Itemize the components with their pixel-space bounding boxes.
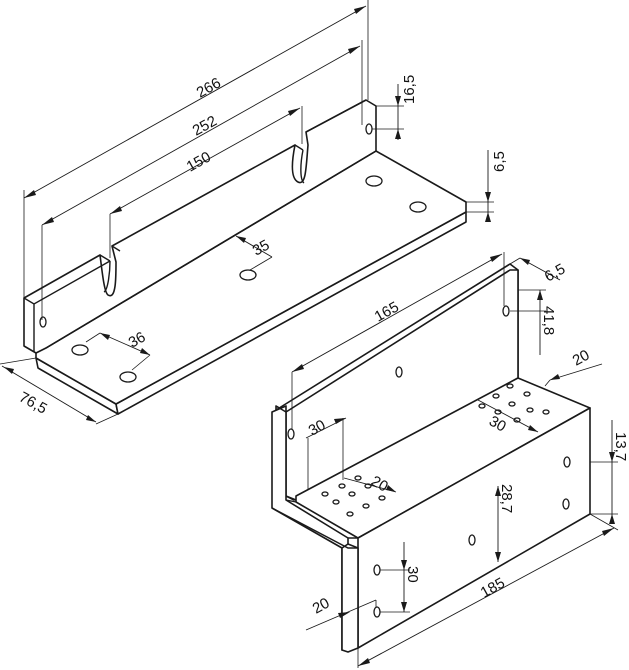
label-252: 252 xyxy=(190,112,220,139)
z-bracket-lower-hole-3 xyxy=(468,534,476,546)
l-bracket-slot-edges xyxy=(99,144,305,293)
l-bracket-base-hole-2 xyxy=(119,371,137,383)
l-bracket-base-hole-1 xyxy=(71,344,89,356)
z-bracket-wall-hole-1 xyxy=(287,428,295,440)
z-bracket-lower-hole-4 xyxy=(563,456,571,468)
z-bracket-lower-hole-2 xyxy=(373,606,381,618)
label-185: 185 xyxy=(478,574,508,601)
label-30-left: 30 xyxy=(306,417,329,440)
l-bracket-wall-hole-right xyxy=(365,123,373,135)
z-bracket-fold-lines xyxy=(271,405,358,549)
z-bracket-hole-cluster-right xyxy=(478,383,550,423)
label-6-5-z: 6,5 xyxy=(542,261,568,286)
label-30-right: 30 xyxy=(486,413,509,436)
label-6-5-l: 6,5 xyxy=(491,151,508,172)
l-bracket-wall-top-edge xyxy=(23,99,367,352)
l-bracket-vertical-wall xyxy=(23,99,377,354)
l-bracket-fold-line xyxy=(45,150,377,349)
l-bracket-dimensions xyxy=(0,0,494,425)
z-bracket-lower-hole-1 xyxy=(373,564,381,576)
z-bracket-wall-hole-2 xyxy=(395,366,403,378)
l-bracket-base-hole-4 xyxy=(365,175,383,187)
z-bracket-dimensions xyxy=(291,252,619,668)
l-bracket-base-hole-3 xyxy=(239,269,257,281)
z-bracket-wall-hole-3 xyxy=(502,305,510,317)
label-20-top: 20 xyxy=(570,347,593,370)
l-bracket xyxy=(23,99,467,415)
z-bracket xyxy=(271,263,591,653)
label-76-5: 76,5 xyxy=(16,389,50,418)
label-36: 36 xyxy=(126,329,149,352)
l-bracket-base-hole-5 xyxy=(409,201,427,213)
label-41-8: 41,8 xyxy=(540,306,557,335)
label-20-mid: 20 xyxy=(368,473,391,496)
label-165: 165 xyxy=(372,298,402,325)
z-bracket-lower-front xyxy=(341,543,359,653)
label-13-7: 13,7 xyxy=(612,432,629,461)
label-266: 266 xyxy=(194,74,224,101)
label-20-bottom: 20 xyxy=(310,595,333,618)
label-30-bottom: 30 xyxy=(404,566,421,583)
label-35: 35 xyxy=(250,237,273,260)
l-bracket-wall-hole-left xyxy=(39,316,47,328)
label-150: 150 xyxy=(184,148,214,175)
z-bracket-hole-cluster-left xyxy=(321,475,386,517)
label-28-7: 28,7 xyxy=(498,484,515,513)
z-bracket-lower-hole-5 xyxy=(562,498,570,510)
label-16-5: 16,5 xyxy=(401,75,418,104)
